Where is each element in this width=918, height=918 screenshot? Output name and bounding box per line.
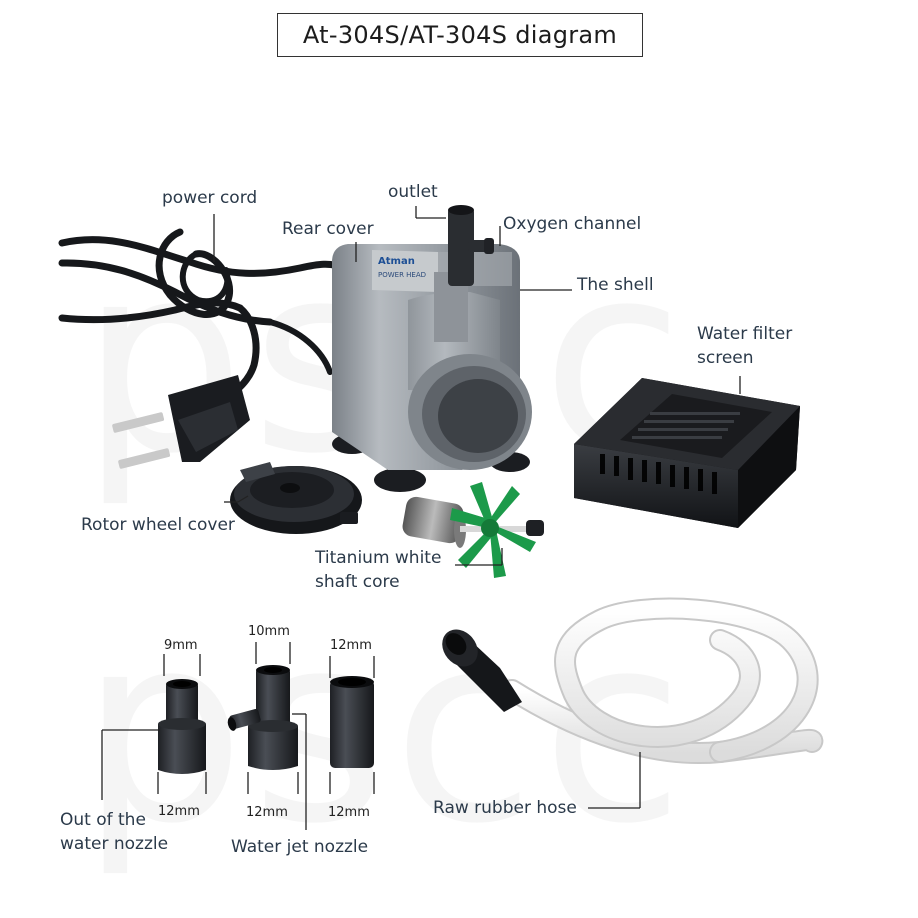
dim-nozzle-3-bottom: 12mm <box>328 805 370 820</box>
label-outlet: outlet <box>388 182 438 202</box>
plug-illustration <box>112 375 250 469</box>
rotor-cover-illustration <box>230 462 362 534</box>
dim-nozzle-1-top: 9mm <box>164 638 198 653</box>
leader-lines <box>101 206 741 830</box>
label-water-jet-nozzle: Water jet nozzle <box>231 837 369 857</box>
label-oxygen-channel: Oxygen channel <box>503 214 642 234</box>
impeller-illustration <box>402 482 544 578</box>
label-out-of-water-nozzle: Out of the water nozzle <box>60 810 169 854</box>
label-rear-cover: Rear cover <box>282 219 374 239</box>
label-raw-rubber-hose: Raw rubber hose <box>433 798 577 818</box>
diagram-title: At-304S/AT-304S diagram <box>302 21 618 49</box>
dim-nozzle-3-top: 12mm <box>330 638 372 653</box>
nozzle-3-illustration <box>330 676 374 768</box>
label-rotor-wheel-cover: Rotor wheel cover <box>81 515 235 535</box>
pump-brand-text: Atman <box>378 256 415 267</box>
title-box: At-304S/AT-304S diagram <box>277 13 643 57</box>
label-water-filter-screen: Water filter screen <box>697 324 793 368</box>
dim-nozzle-1-bottom: 12mm <box>158 804 200 819</box>
dim-nozzle-2-bottom: 12mm <box>246 805 288 820</box>
nozzle-1-illustration <box>158 679 206 774</box>
label-the-shell: The shell <box>577 275 654 295</box>
rubber-hose-illustration <box>442 597 824 764</box>
power-cord-illustration <box>58 228 349 412</box>
nozzle-2-illustration <box>227 665 298 770</box>
label-titanium-shaft-core: Titanium white shaft core <box>315 548 442 592</box>
pump-illustration: Atman POWER HEAD <box>332 205 532 492</box>
dim-nozzle-2-top: 10mm <box>248 624 290 639</box>
label-power-cord: power cord <box>162 188 258 208</box>
filter-screen-illustration <box>574 378 800 528</box>
pump-model-text: POWER HEAD <box>378 271 426 279</box>
